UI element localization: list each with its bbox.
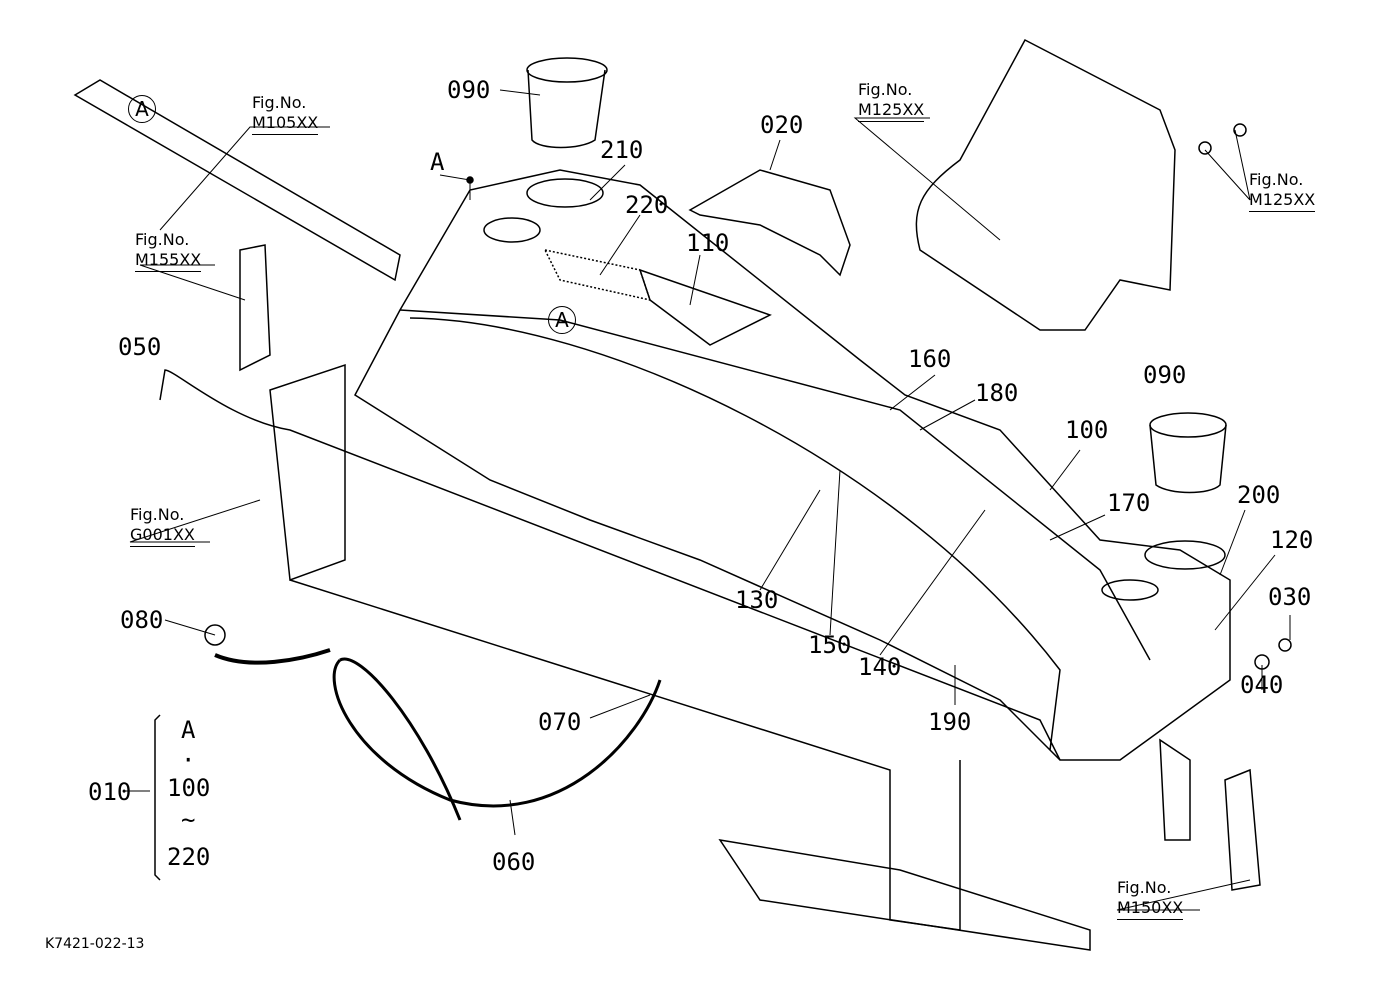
reference-marker-a: A bbox=[430, 148, 445, 176]
diagram-code: K7421-022-13 bbox=[45, 936, 145, 952]
part-label-140[interactable]: 140 bbox=[858, 653, 902, 681]
clamp-080 bbox=[214, 648, 331, 665]
part-label-200[interactable]: 200 bbox=[1237, 481, 1281, 509]
fig-ref-label: Fig.No. bbox=[1249, 170, 1304, 189]
assembly-range-a: A bbox=[181, 716, 196, 744]
fig-ref-m150[interactable]: Fig.No.M150XX bbox=[1117, 878, 1184, 920]
part-label-120[interactable]: 120 bbox=[1270, 526, 1314, 554]
assembly-range-220: 220 bbox=[167, 843, 211, 871]
fig-ref-m155[interactable]: Fig.No.M155XX bbox=[135, 230, 202, 272]
fig-ref-label: Fig.No. bbox=[130, 505, 185, 524]
part-label-110[interactable]: 110 bbox=[686, 229, 730, 257]
cup-holder-090-top bbox=[527, 69, 606, 149]
fig-ref-number: M150XX bbox=[1117, 898, 1184, 920]
part-label-080[interactable]: 080 bbox=[120, 606, 164, 634]
part-label-100[interactable]: 100 bbox=[1065, 416, 1109, 444]
assembly-range-dot: · bbox=[181, 746, 196, 774]
hinge-m155 bbox=[239, 244, 271, 372]
meter-panel bbox=[915, 38, 1176, 331]
part-label-070[interactable]: 070 bbox=[538, 708, 582, 736]
part-label-170[interactable]: 170 bbox=[1107, 489, 1151, 517]
circled-marker-a: A bbox=[128, 95, 156, 123]
part-label-160[interactable]: 160 bbox=[908, 345, 952, 373]
dashboard-panel bbox=[354, 169, 1231, 761]
fig-ref-g001[interactable]: Fig.No.G001XX bbox=[130, 505, 195, 547]
fig-ref-number: M125XX bbox=[1249, 190, 1316, 212]
part-label-180[interactable]: 180 bbox=[975, 379, 1019, 407]
grille-220 bbox=[543, 248, 652, 302]
part-label-030[interactable]: 030 bbox=[1268, 583, 1312, 611]
fig-ref-number: G001XX bbox=[130, 525, 195, 547]
frame bbox=[269, 363, 346, 582]
bracket-m105 bbox=[73, 79, 401, 282]
cover-020 bbox=[688, 169, 851, 277]
part-label-190[interactable]: 190 bbox=[928, 708, 972, 736]
circled-marker-a: A bbox=[548, 306, 576, 334]
part-label-040[interactable]: 040 bbox=[1240, 671, 1284, 699]
assembly-range-tilde: ~ bbox=[181, 806, 196, 834]
cup-holder-090-right bbox=[1149, 424, 1227, 494]
fig-ref-m125-top[interactable]: Fig.No.M125XX bbox=[858, 80, 925, 122]
fig-ref-label: Fig.No. bbox=[252, 93, 307, 112]
part-label-060[interactable]: 060 bbox=[492, 848, 536, 876]
fig-ref-label: Fig.No. bbox=[858, 80, 913, 99]
part-label-220[interactable]: 220 bbox=[625, 191, 669, 219]
part-label-090[interactable]: 090 bbox=[1143, 361, 1187, 389]
fig-ref-number: M105XX bbox=[252, 113, 319, 135]
fig-ref-label: Fig.No. bbox=[135, 230, 190, 249]
part-label-090[interactable]: 090 bbox=[447, 76, 491, 104]
assembly-number-010[interactable]: 010 bbox=[88, 778, 132, 806]
fig-ref-m105[interactable]: Fig.No.M105XX bbox=[252, 93, 319, 135]
fig-ref-label: Fig.No. bbox=[1117, 878, 1172, 897]
assembly-range-100: 100 bbox=[167, 774, 211, 802]
hose-060 bbox=[332, 658, 662, 808]
part-label-050[interactable]: 050 bbox=[118, 333, 162, 361]
fig-ref-number: M125XX bbox=[858, 100, 925, 122]
part-label-020[interactable]: 020 bbox=[760, 111, 804, 139]
part-label-210[interactable]: 210 bbox=[600, 136, 644, 164]
fig-ref-m125-right[interactable]: Fig.No.M125XX bbox=[1249, 170, 1316, 212]
hinge-m150 bbox=[1224, 768, 1261, 891]
part-label-130[interactable]: 130 bbox=[735, 586, 779, 614]
part-label-150[interactable]: 150 bbox=[808, 631, 852, 659]
grille-110 bbox=[638, 268, 772, 346]
fig-ref-number: M155XX bbox=[135, 250, 202, 272]
